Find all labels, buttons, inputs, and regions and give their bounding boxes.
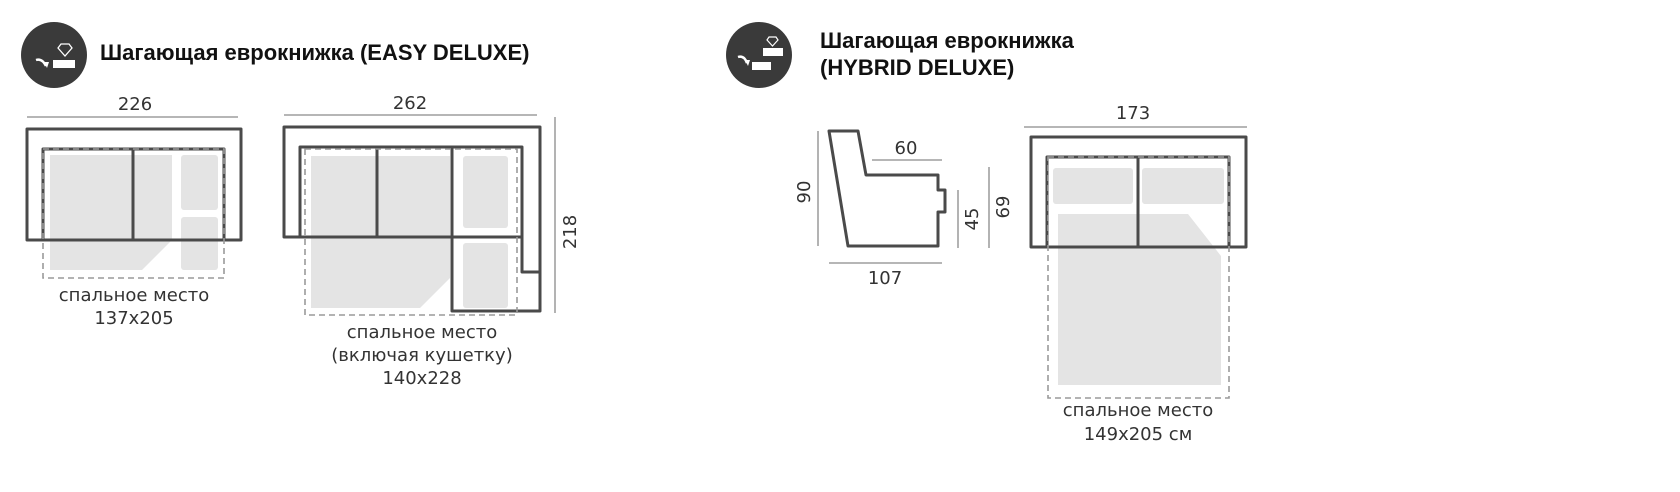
- caption-size: 149x205 см: [1084, 424, 1193, 445]
- cushion: [50, 155, 132, 270]
- depth-label: 107: [868, 268, 902, 289]
- sleeping-area-outline: [42, 148, 225, 279]
- armrest-height-label: 69: [993, 196, 1014, 219]
- sofa-side-profile: 90 60 45 69 107: [794, 129, 1014, 289]
- cushion: [181, 217, 218, 270]
- sofa-mechanism-diamond-icon: [21, 22, 87, 88]
- section-title-hybrid-deluxe-line-1: Шагающая еврокнижка: [820, 28, 1075, 53]
- hybrid-sofa-plan: 173 спальное место 149x205 см: [1024, 103, 1248, 445]
- cushion: [311, 156, 450, 308]
- caption-size: 140x228: [382, 368, 461, 389]
- seat-height-label: 45: [962, 208, 983, 231]
- depth-label: 218: [560, 215, 581, 249]
- caption: спальное место: [347, 322, 497, 343]
- corner-sofa-plan: 262 218 спальное место (включая кушетку)…: [282, 93, 581, 389]
- caption-note: (включая кушетку): [331, 345, 512, 366]
- cushion: [1142, 168, 1224, 204]
- cushion: [463, 156, 508, 228]
- section-title-hybrid-deluxe-line-2: (HYBRID DELUXE): [820, 55, 1014, 80]
- cushion: [463, 243, 508, 308]
- width-label: 226: [118, 94, 152, 115]
- sofa-mechanism-hybrid-diamond-icon: [726, 22, 792, 88]
- caption: спальное место: [59, 285, 209, 306]
- width-label: 262: [393, 93, 427, 114]
- sleeping-area-outline: [304, 148, 518, 316]
- straight-sofa-plan: 226 спальное место 137x205: [25, 94, 243, 329]
- sleeping-area-outline: [1047, 156, 1230, 399]
- mattress: [1058, 214, 1221, 385]
- height-label: 90: [794, 181, 815, 204]
- caption: спальное место: [1063, 400, 1213, 421]
- cushion: [1053, 168, 1133, 204]
- cushion: [181, 155, 218, 210]
- width-label: 173: [1116, 103, 1150, 124]
- section-title-easy-deluxe: Шагающая еврокнижка (EASY DELUXE): [100, 40, 529, 65]
- caption-size: 137x205: [94, 308, 173, 329]
- cushion: [132, 155, 172, 270]
- seat-depth-label: 60: [895, 138, 918, 159]
